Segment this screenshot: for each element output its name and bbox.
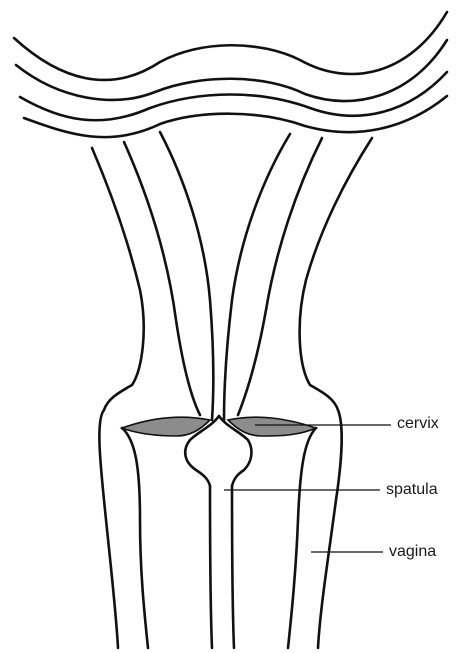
cervix-label: cervix <box>397 416 439 432</box>
right-wall-outer <box>300 138 372 410</box>
vagina-label: vagina <box>389 544 436 560</box>
arch-outer-lower <box>16 40 447 101</box>
right-wall-inner <box>224 134 290 420</box>
left-uterine-wall <box>92 132 213 420</box>
vagina-outer-right <box>318 410 342 648</box>
vagina-inner-left <box>122 428 148 648</box>
left-wall-outer <box>92 148 144 410</box>
uterine-arch <box>14 12 447 137</box>
spatula <box>185 416 251 648</box>
arch-outer-upper <box>14 12 447 80</box>
spatula-handle-right <box>232 486 234 648</box>
arch-inner-lower <box>24 96 447 137</box>
vagina-inner-right <box>288 428 316 648</box>
right-wall-middle <box>238 138 322 415</box>
spatula-handle-left <box>210 486 212 648</box>
right-uterine-wall <box>224 134 372 420</box>
vagina-outer-left <box>99 410 118 648</box>
cervix-region <box>122 417 316 436</box>
vaginal-canal <box>99 410 341 648</box>
spatula-label: spatula <box>386 482 438 498</box>
left-wall-middle <box>124 142 200 415</box>
